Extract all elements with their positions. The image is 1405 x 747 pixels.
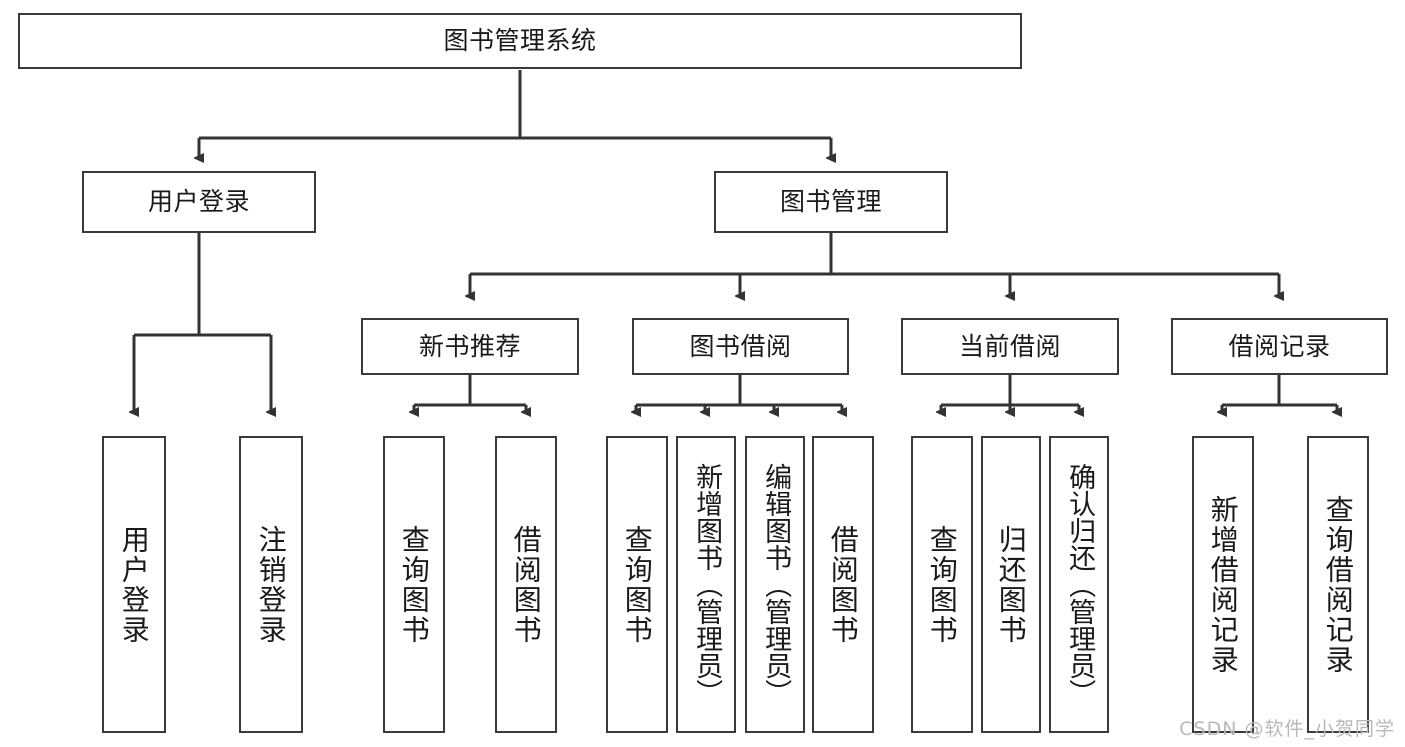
node-label: 用户登录 <box>147 187 250 217</box>
node-label: 注销登录 <box>254 524 288 645</box>
node-label: 新书推荐 <box>418 331 521 361</box>
leaf-borrow-edit-book-admin[interactable]: 编辑图书（管理员） <box>745 436 805 733</box>
node-label: 查询借阅记录 <box>1321 494 1355 675</box>
node-label: 借阅图书 <box>509 524 543 645</box>
node-label: 查询图书 <box>397 524 431 645</box>
node-root-system[interactable]: 图书管理系统 <box>18 13 1022 69</box>
node-label: 借阅记录 <box>1228 331 1331 361</box>
leaf-record-add-record[interactable]: 新增借阅记录 <box>1192 436 1254 733</box>
leaf-current-query-book[interactable]: 查询图书 <box>911 436 973 733</box>
node-label: 图书借阅 <box>689 331 792 361</box>
leaf-recommend-borrow-book[interactable]: 借阅图书 <box>495 436 557 733</box>
leaf-recommend-query-book[interactable]: 查询图书 <box>383 436 445 733</box>
leaf-user-login-login[interactable]: 用户登录 <box>102 436 166 733</box>
node-user-login[interactable]: 用户登录 <box>82 171 316 233</box>
node-label: 图书管理系统 <box>443 26 597 56</box>
node-label: 新增图书（管理员） <box>691 463 723 706</box>
node-book-borrow[interactable]: 图书借阅 <box>632 318 849 375</box>
leaf-user-login-logout[interactable]: 注销登录 <box>239 436 303 733</box>
node-label: 编辑图书（管理员） <box>760 463 792 706</box>
leaf-record-query-record[interactable]: 查询借阅记录 <box>1307 436 1369 733</box>
node-label: 图书管理 <box>779 187 882 217</box>
node-label: 新增借阅记录 <box>1206 494 1240 675</box>
leaf-current-return-book[interactable]: 归还图书 <box>981 436 1041 733</box>
node-label: 查询图书 <box>620 524 654 645</box>
node-new-book-recommend[interactable]: 新书推荐 <box>361 318 579 375</box>
leaf-borrow-query-book[interactable]: 查询图书 <box>606 436 668 733</box>
leaf-current-confirm-return-admin[interactable]: 确认归还（管理员） <box>1049 436 1109 733</box>
node-current-borrow[interactable]: 当前借阅 <box>901 318 1119 375</box>
leaf-borrow-borrow-book[interactable]: 借阅图书 <box>812 436 874 733</box>
node-borrow-record[interactable]: 借阅记录 <box>1171 318 1388 375</box>
node-label: 用户登录 <box>117 524 151 645</box>
node-label: 归还图书 <box>994 524 1028 645</box>
csdn-watermark: CSDN @软件_小贺同学 <box>1179 718 1395 740</box>
leaf-borrow-add-book-admin[interactable]: 新增图书（管理员） <box>676 436 736 733</box>
node-book-management[interactable]: 图书管理 <box>714 171 948 233</box>
node-label: 当前借阅 <box>958 331 1061 361</box>
node-label: 借阅图书 <box>826 524 860 645</box>
node-label: 查询图书 <box>925 524 959 645</box>
node-label: 确认归还（管理员） <box>1064 463 1096 706</box>
